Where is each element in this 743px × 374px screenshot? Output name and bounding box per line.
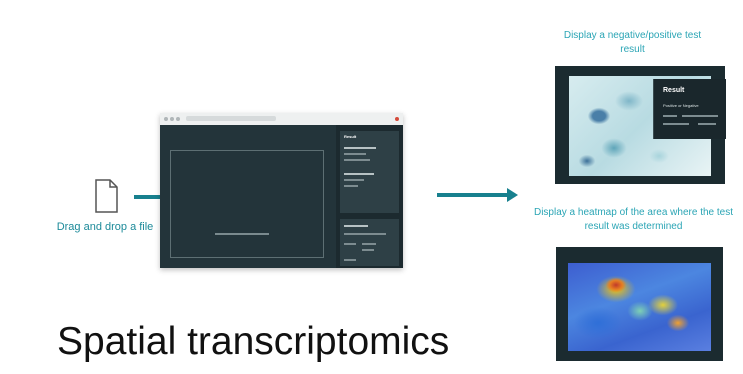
address-bar[interactable] — [186, 116, 276, 121]
result-card-line: Positive or Negative — [663, 103, 699, 108]
text-line — [344, 243, 356, 245]
text-line — [344, 153, 366, 155]
text-line — [344, 147, 376, 149]
result-summary-card: Result — [340, 131, 399, 213]
drop-file-label: Drag and drop a file — [56, 221, 154, 233]
app-window: Result — [160, 113, 403, 268]
heatmap-caption: Display a heatmap of the area where the … — [533, 207, 733, 232]
sidebar-result-title: Result — [344, 134, 357, 139]
app-main-area — [160, 125, 336, 268]
text-line — [344, 179, 364, 181]
drop-zone-hint — [215, 233, 269, 235]
text-line — [362, 249, 374, 251]
heatmap-image — [568, 263, 711, 351]
window-dot — [164, 117, 168, 121]
text-line — [682, 115, 718, 117]
result-card-title: Result — [663, 87, 685, 94]
text-line — [344, 259, 356, 261]
result-caption: Display a negative/positive test result — [563, 30, 702, 55]
window-dot — [176, 117, 180, 121]
arrow-to-results — [437, 193, 509, 197]
arrow-to-results-head — [507, 188, 518, 202]
window-dot — [170, 117, 174, 121]
result-panel: Result Positive or Negative — [555, 66, 726, 184]
text-line — [344, 225, 368, 227]
app-sidebar: Result — [336, 125, 403, 268]
text-line — [344, 173, 374, 175]
detail-card — [340, 219, 399, 266]
text-line — [663, 123, 689, 125]
heatmap-panel — [556, 247, 723, 361]
result-card: Result Positive or Negative — [653, 79, 726, 139]
text-line — [698, 123, 716, 125]
close-icon[interactable] — [395, 117, 399, 121]
text-line — [344, 185, 358, 187]
drop-zone[interactable] — [170, 150, 324, 258]
text-line — [344, 233, 386, 235]
text-line — [663, 115, 677, 117]
file-icon — [95, 179, 118, 213]
image-caption: Spatial transcriptomics — [57, 317, 454, 367]
text-line — [362, 243, 376, 245]
text-line — [344, 159, 370, 161]
browser-bar — [160, 113, 403, 125]
